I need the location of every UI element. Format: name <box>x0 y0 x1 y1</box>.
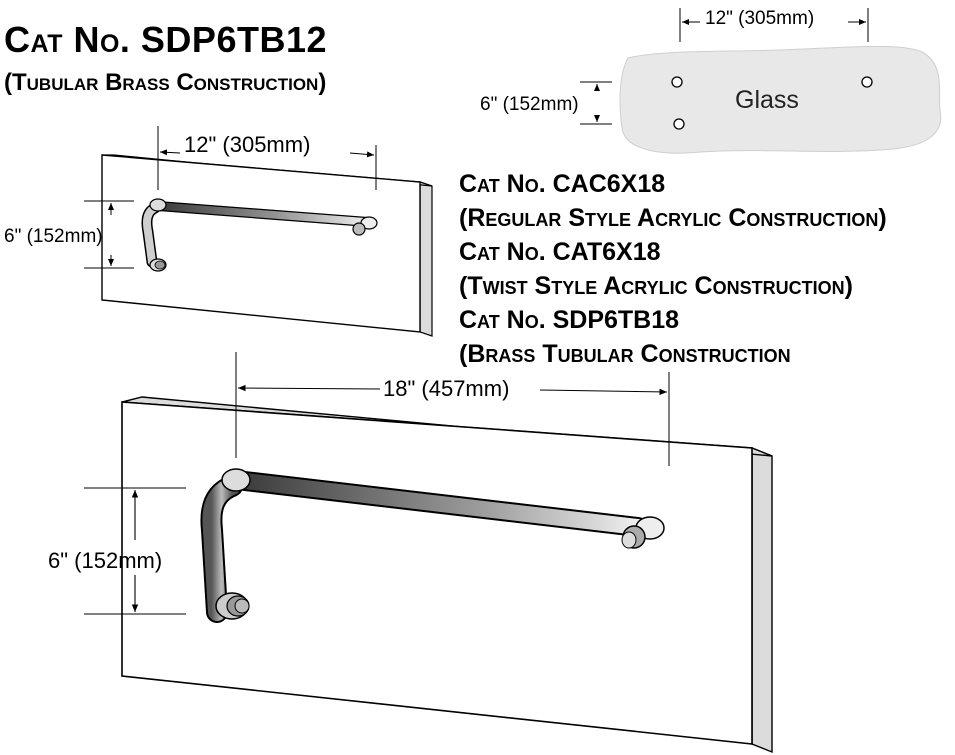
catalog-item-desc: (Regular Style Acrylic Construction) <box>459 204 887 232</box>
catalog-list: Cat No. CAC6X18 (Regular Style Acrylic C… <box>459 170 887 368</box>
small-door-panel: 12" (305mm) 6" (152mm) <box>4 126 433 337</box>
large-door-panel: 18" (457mm) 6" (152mm) <box>48 352 773 754</box>
glass-diagram: Glass 12" (305mm) 6" (152mm) <box>480 8 942 154</box>
glass-hole-right <box>861 76 873 88</box>
catalog-item: Cat No. CAC6X18 <box>459 170 665 198</box>
catalog-item-desc: (Brass Tubular Construction <box>459 340 791 368</box>
glass-height-dimension: 6" (152mm) <box>480 94 579 115</box>
catalog-subtitle: (Tubular Brass Construction) <box>4 69 326 96</box>
small-pull-handle <box>141 198 378 272</box>
catalog-item: Cat No. CAT6X18 <box>459 238 661 266</box>
small-height-dimension: 6" (152mm) <box>4 226 103 247</box>
catalog-item: Cat No. SDP6TB18 <box>459 306 679 334</box>
glass-hole-top-left <box>671 76 683 88</box>
large-width-dimension: 18" (457mm) <box>383 376 509 401</box>
catalog-title: Cat No. SDP6TB12 <box>4 19 327 60</box>
large-pull-handle <box>200 468 665 623</box>
glass-width-dimension: 12" (305mm) <box>705 8 814 29</box>
large-height-dimension: 6" (152mm) <box>48 548 162 573</box>
small-width-dimension: 12" (305mm) <box>184 132 310 157</box>
glass-label: Glass <box>735 86 799 114</box>
glass-pane <box>619 45 942 154</box>
catalog-item-desc: (Twist Style Acrylic Construction) <box>459 272 853 300</box>
glass-hole-bottom-left <box>673 118 685 130</box>
